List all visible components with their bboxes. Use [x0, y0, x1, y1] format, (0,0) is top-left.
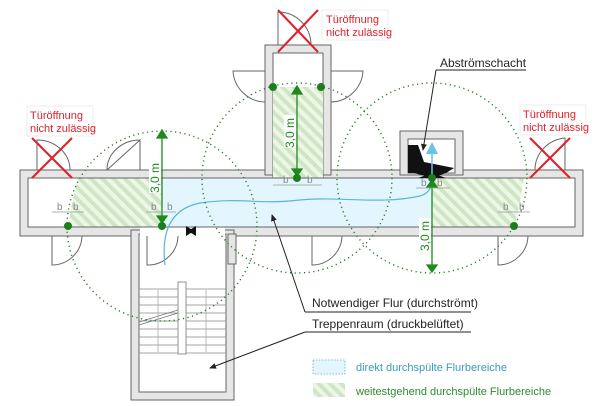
callout-stairwell: Treppenraum (druckbelüftet): [312, 317, 464, 331]
shaft-damper: [408, 145, 454, 173]
point: [64, 222, 72, 230]
point: [510, 222, 518, 230]
warning-top-line2: nicht zulässig: [326, 27, 392, 39]
radius-circle-right: [336, 82, 528, 274]
forbidden-x-icon-left: [31, 137, 73, 179]
warning-right-line2: nicht zulässig: [523, 122, 589, 134]
airflow-line: [163, 177, 433, 266]
dim-label-top: 3,0 m: [283, 118, 297, 148]
point: [317, 83, 325, 91]
dim-label-left: 3,0 m: [148, 163, 162, 193]
extended-flushed-zone-top: [273, 87, 323, 178]
door-lower-mid: [311, 235, 343, 266]
reference-points: [64, 83, 518, 230]
b-label: b: [167, 202, 173, 213]
warning-top-line1: Türöffnung: [326, 14, 379, 26]
clearance-labels: b b b b b b b b b b: [57, 175, 525, 213]
stairs: [138, 281, 226, 355]
point: [293, 174, 301, 182]
b-label: b: [503, 202, 509, 213]
point: [269, 83, 277, 91]
door-top-right: [330, 70, 364, 103]
dimension-lines: [155, 84, 439, 274]
b-label: b: [437, 178, 443, 189]
clearance-marks: [52, 184, 530, 213]
callout-shaft: Abströmschacht: [440, 56, 527, 70]
extended-flushed-zone-left: [78, 178, 162, 227]
extended-flushed-zone-right: [432, 178, 524, 227]
b-label: b: [283, 175, 289, 186]
b-label: b: [421, 178, 427, 189]
dimension-labels: 3,0 m 3,0 m 3,0 m: [148, 115, 432, 251]
forbidden-x-icon-right: [529, 137, 571, 179]
b-label: b: [307, 175, 313, 186]
warning-right-line1: Türöffnung: [523, 109, 576, 121]
b-label: b: [73, 202, 79, 213]
b-label: b: [519, 202, 525, 213]
warning-left-line2: nicht zulässig: [30, 123, 96, 135]
point: [428, 174, 436, 182]
forbidden-x-icon-top: [277, 9, 319, 53]
forbidden-marks: [31, 9, 571, 179]
warning-labels: Türöffnung nicht zulässig Türöffnung nic…: [26, 9, 589, 137]
partition-wall: [227, 233, 237, 265]
door-lower-left: [51, 235, 83, 266]
dim-label-right: 3,0 m: [418, 221, 432, 251]
b-label: b: [151, 202, 157, 213]
legend-swatch-extended: [313, 383, 345, 397]
door-stair: [146, 235, 179, 266]
radius-circle-top: [201, 82, 393, 274]
door-top-left: [232, 70, 266, 103]
callouts: Abströmschacht Notwendiger Flur (durchst…: [209, 56, 527, 369]
legend-label-direct: direkt durchspülte Flurbereiche: [356, 362, 507, 374]
callout-corridor: Notwendiger Flur (durchströmt): [312, 296, 478, 310]
door-forbidden-right: [534, 137, 566, 171]
warning-left-line1: Türöffnung: [30, 110, 83, 122]
door-forbidden-left: [36, 139, 71, 171]
b-label: b: [57, 202, 63, 213]
door-lower-right: [497, 235, 529, 266]
flushed-zones: [27, 87, 576, 228]
legend-swatch-direct: [312, 359, 346, 375]
door-upper-left: [106, 138, 141, 171]
fan-icon: [186, 226, 196, 236]
point: [158, 222, 166, 230]
legend-label-extended: weitestgehend durchspülte Flurbereiche: [355, 386, 551, 398]
legend: direkt durchspülte Flurbereiche weitestg…: [312, 359, 551, 398]
